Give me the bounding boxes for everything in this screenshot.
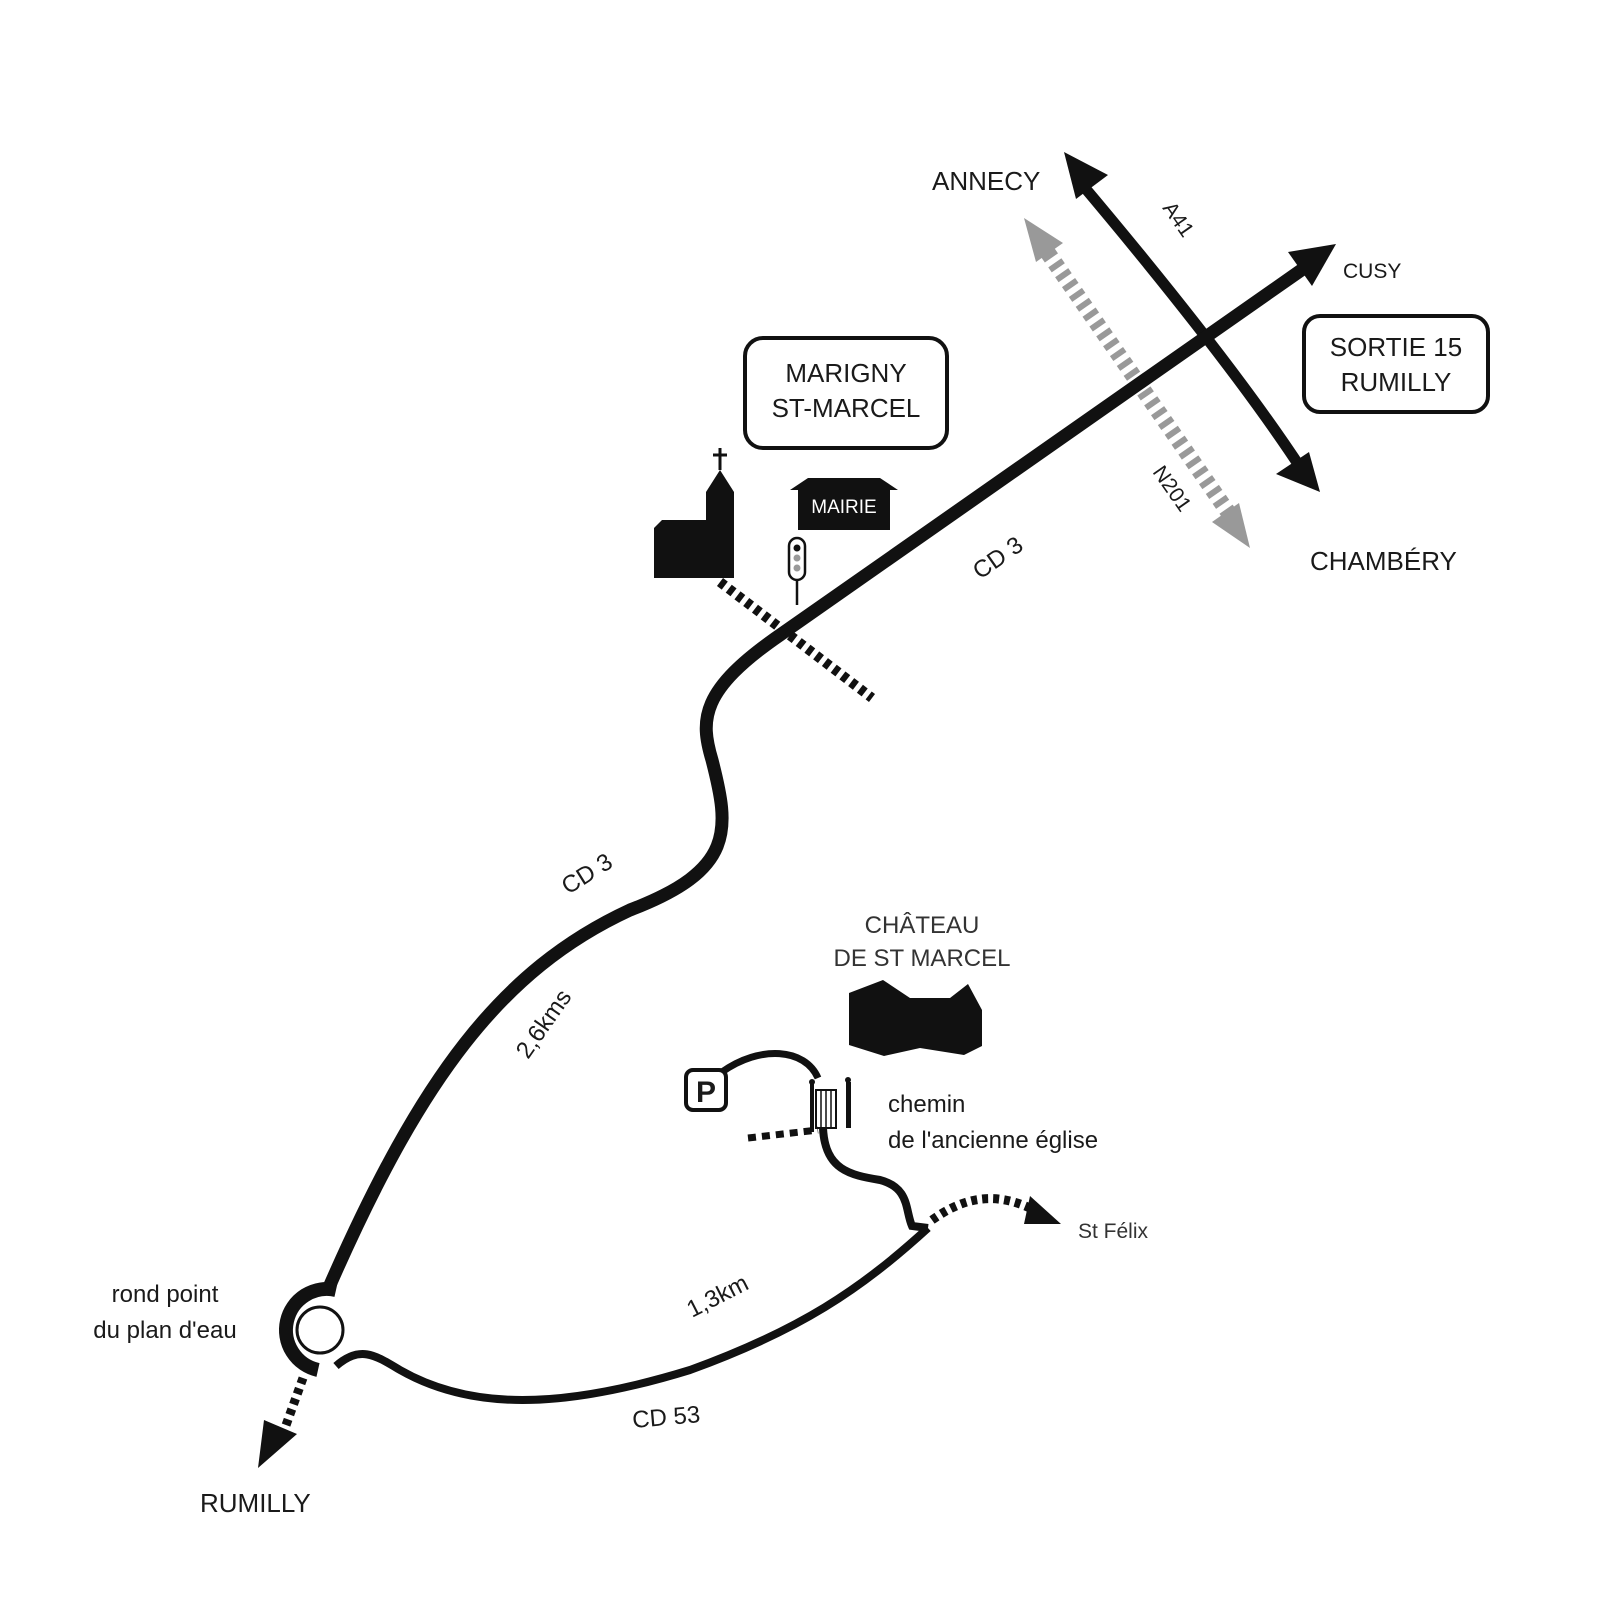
destination-st-felix: St Félix bbox=[1078, 1220, 1149, 1243]
distance-label-cd3: 2,6kms bbox=[511, 985, 577, 1064]
road-label-cd3-lower: CD 3 bbox=[557, 848, 618, 900]
a41-arrowhead-north bbox=[1064, 152, 1108, 199]
a41-road bbox=[1064, 152, 1320, 492]
st-felix-arrowhead bbox=[1024, 1196, 1061, 1224]
exit-sign: SORTIE 15 RUMILLY bbox=[1302, 314, 1490, 414]
town-sign-marigny: MARIGNY ST-MARCEL bbox=[743, 336, 949, 450]
n201-arrowhead-north bbox=[1024, 218, 1063, 262]
exit-sign-line1: SORTIE 15 bbox=[1330, 332, 1462, 362]
distance-label-cd53: 1,3km bbox=[682, 1270, 752, 1324]
chateau-icon bbox=[849, 980, 982, 1056]
roundabout-label-line1: rond point bbox=[112, 1281, 219, 1308]
st-felix-exit bbox=[929, 1194, 1061, 1224]
chateau-label-line1: CHÂTEAU bbox=[865, 912, 980, 939]
road-label-cd3-upper: CD 3 bbox=[968, 531, 1028, 584]
parking-access-road bbox=[719, 1050, 822, 1080]
traffic-light-icon bbox=[787, 536, 807, 605]
cusy-arrowhead bbox=[1288, 244, 1336, 286]
destination-annecy: ANNECY bbox=[932, 166, 1040, 196]
destination-rumilly: RUMILLY bbox=[200, 1488, 311, 1518]
n201-arrowhead-south bbox=[1212, 503, 1250, 548]
cd53-road bbox=[333, 1225, 931, 1404]
destination-cusy: CUSY bbox=[1343, 260, 1401, 283]
parking-label: P bbox=[696, 1076, 716, 1109]
railway-line bbox=[716, 578, 876, 702]
rumilly-exit bbox=[258, 1376, 308, 1468]
destination-chambery: CHAMBÉRY bbox=[1310, 546, 1457, 576]
town-sign-line1: MARIGNY bbox=[785, 358, 906, 388]
mairie-building: MAIRIE bbox=[790, 478, 898, 530]
road-label-n201: N201 bbox=[1148, 462, 1196, 516]
rumilly-arrowhead bbox=[258, 1420, 297, 1468]
cd3-road bbox=[324, 244, 1336, 1288]
roundabout bbox=[279, 1282, 345, 1377]
a41-arrowhead-south bbox=[1276, 452, 1320, 492]
chateau-label-line2: DE ST MARCEL bbox=[834, 945, 1011, 972]
church-icon bbox=[654, 448, 734, 578]
parking-sign: P bbox=[684, 1068, 728, 1112]
gate-icon bbox=[809, 1077, 851, 1132]
path-label-line1: chemin bbox=[888, 1091, 965, 1118]
road-label-a41: A41 bbox=[1158, 198, 1198, 242]
roundabout-label-line2: du plan d'eau bbox=[93, 1317, 236, 1344]
chemin-road bbox=[819, 1127, 929, 1232]
town-sign-line2: ST-MARCEL bbox=[772, 393, 921, 423]
footpath bbox=[747, 1126, 819, 1142]
path-label-line2: de l'ancienne église bbox=[888, 1127, 1098, 1154]
mairie-label: MAIRIE bbox=[811, 497, 876, 518]
exit-sign-line2: RUMILLY bbox=[1341, 367, 1452, 397]
road-label-cd53: CD 53 bbox=[631, 1401, 701, 1434]
